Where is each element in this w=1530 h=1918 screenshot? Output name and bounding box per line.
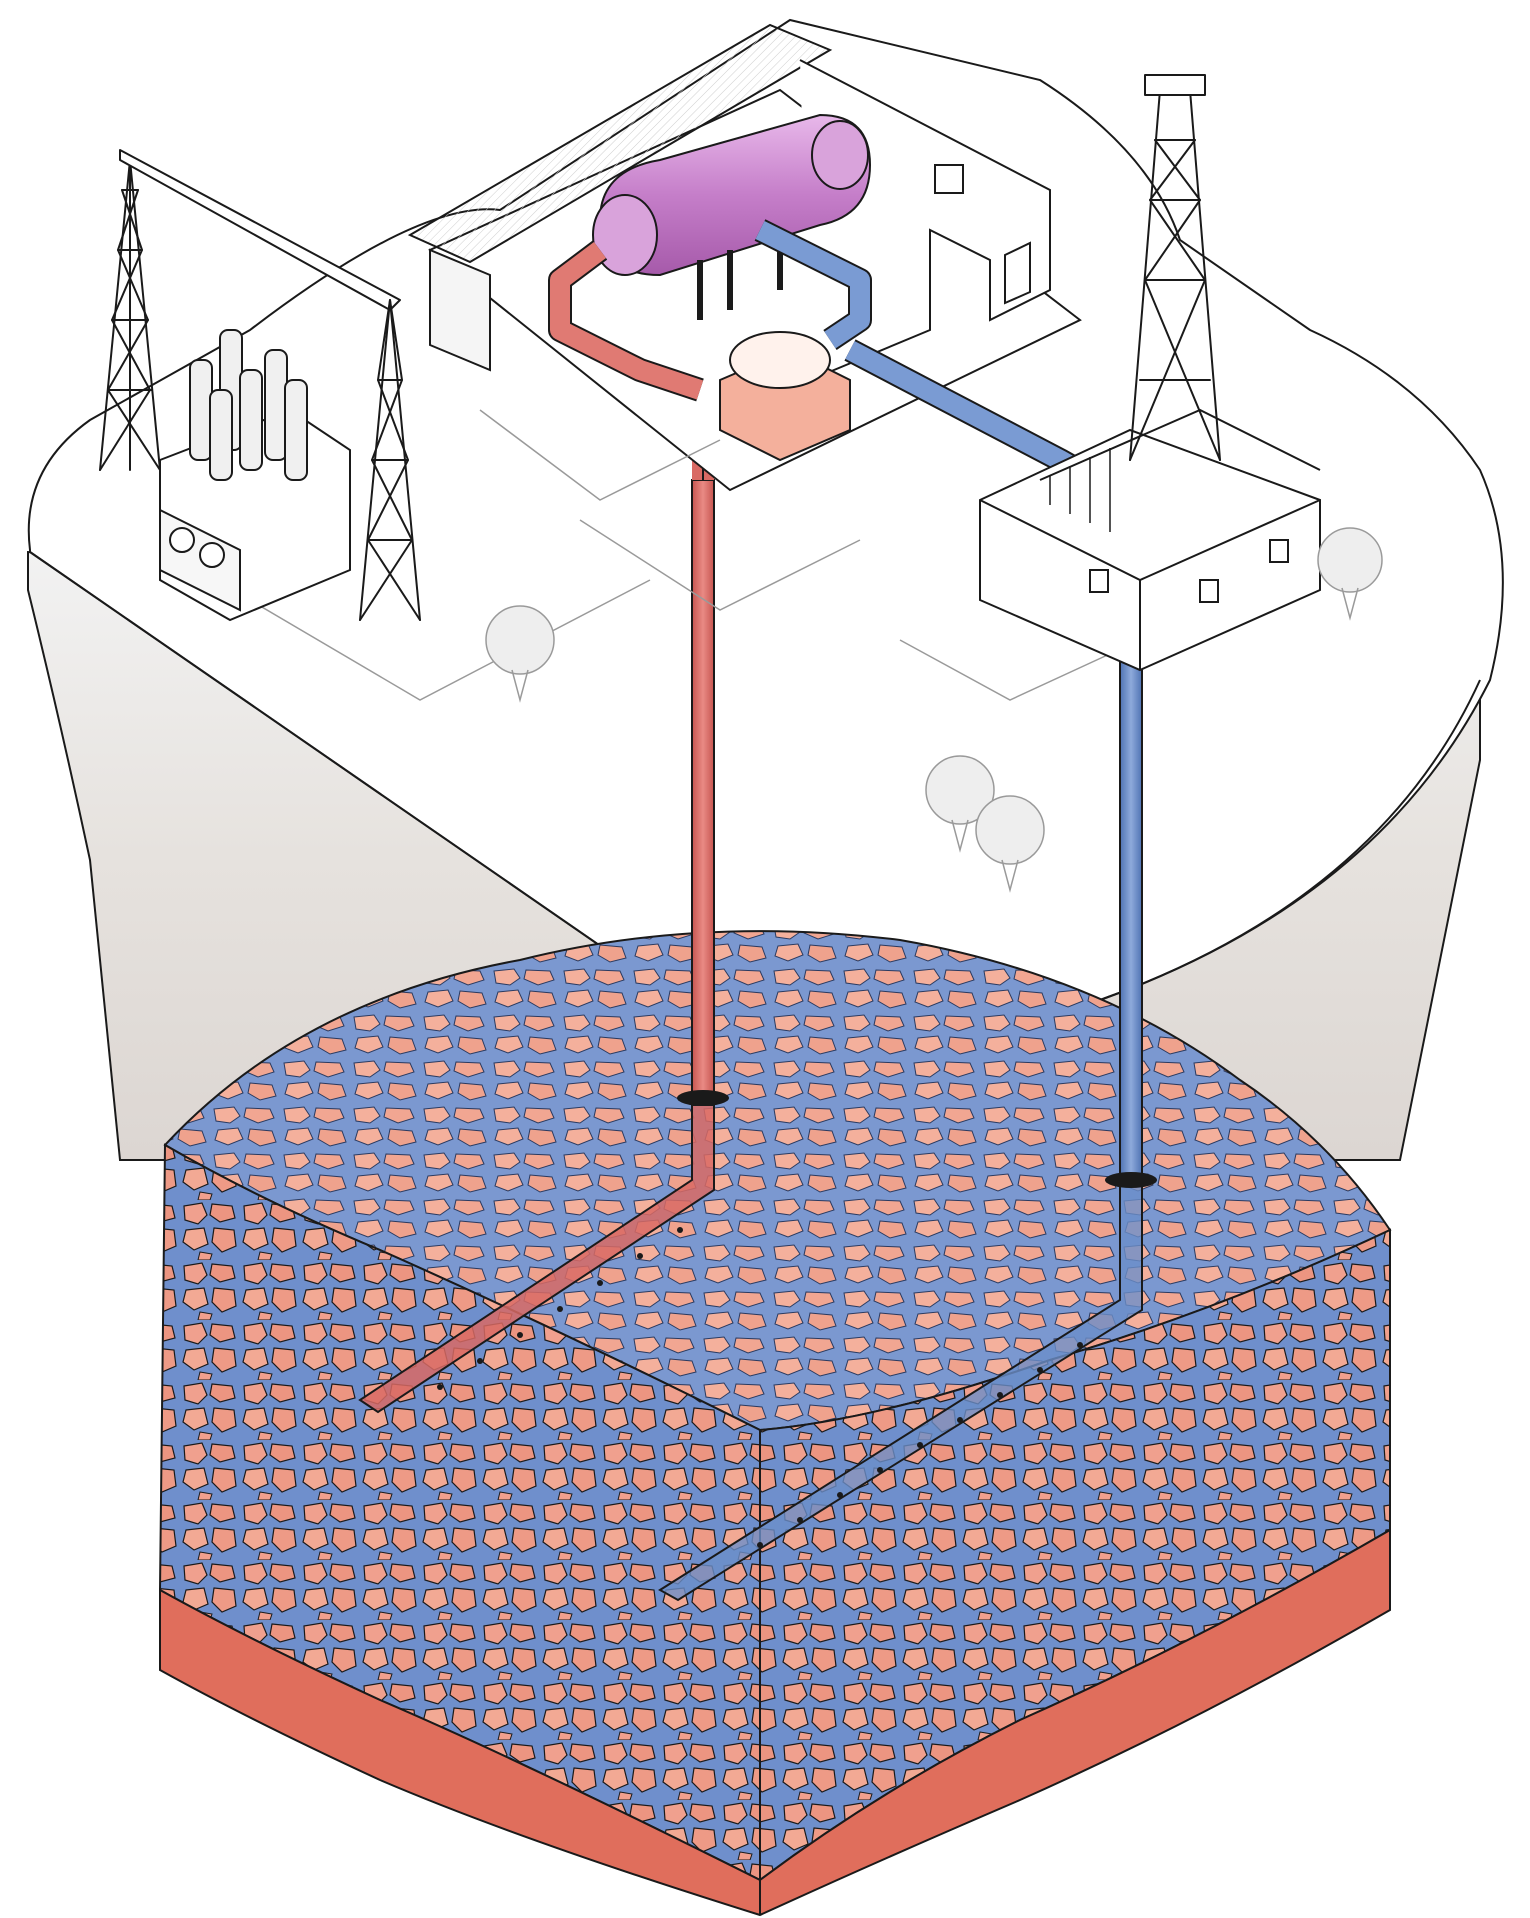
fractured-reservoir bbox=[160, 931, 1390, 1915]
window-icon bbox=[1270, 540, 1288, 562]
window-icon bbox=[935, 165, 963, 193]
gauge-icon bbox=[200, 543, 224, 567]
gauge-icon bbox=[170, 528, 194, 552]
window-icon bbox=[1090, 570, 1108, 592]
window-icon bbox=[1200, 580, 1218, 602]
